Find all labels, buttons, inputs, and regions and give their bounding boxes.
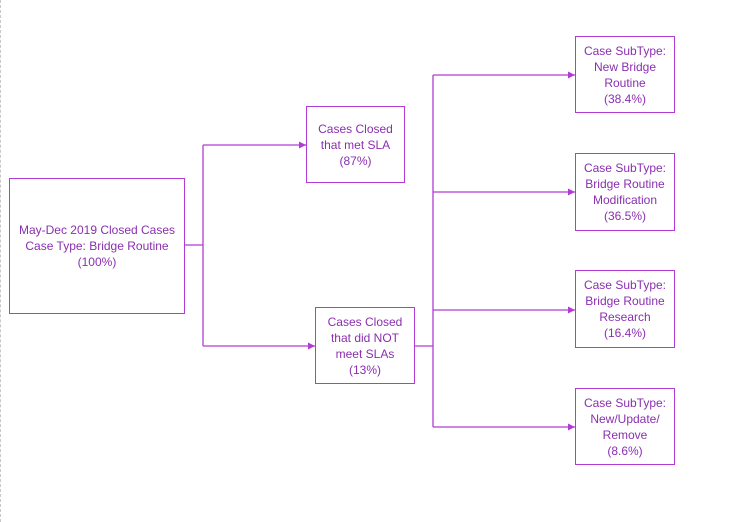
node-subtype-new-bridge-label: Case SubType: New Bridge Routine (38.4%) xyxy=(583,43,667,106)
page-left-border xyxy=(0,0,1,522)
node-not-met-sla-label: Cases Closed that did NOT meet SLAs (13%… xyxy=(327,314,403,377)
node-subtype-new-update-remove-label: Case SubType: New/Update/ Remove (8.6%) xyxy=(583,395,667,458)
node-root-label: May-Dec 2019 Closed Cases Case Type: Bri… xyxy=(18,223,176,269)
node-met-sla-label: Cases Closed that met SLA (87%) xyxy=(318,121,393,168)
node-met-sla: Cases Closed that met SLA (87%) xyxy=(306,106,405,183)
node-root: May-Dec 2019 Closed Cases Case Type: Bri… xyxy=(9,178,185,314)
node-not-met-sla: Cases Closed that did NOT meet SLAs (13%… xyxy=(315,307,415,384)
node-subtype-new-update-remove: Case SubType: New/Update/ Remove (8.6%) xyxy=(575,388,675,465)
node-subtype-modification-label: Case SubType: Bridge Routine Modificatio… xyxy=(583,161,667,223)
node-subtype-new-bridge: Case SubType: New Bridge Routine (38.4%) xyxy=(575,36,675,113)
node-subtype-research-label: Case SubType: Bridge Routine Research (1… xyxy=(583,278,667,340)
node-subtype-research: Case SubType: Bridge Routine Research (1… xyxy=(575,270,675,348)
node-subtype-modification: Case SubType: Bridge Routine Modificatio… xyxy=(575,153,675,231)
